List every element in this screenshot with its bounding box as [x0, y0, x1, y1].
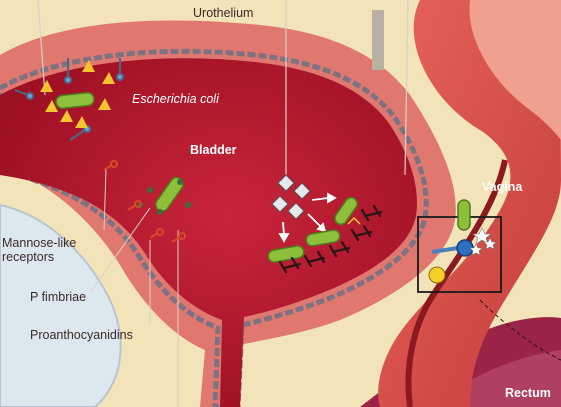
label-proanthocyanidins: Proanthocyanidins: [30, 328, 133, 342]
mannose-receptors-top: [14, 58, 124, 141]
bladder-lumen: [0, 58, 417, 407]
ecoli-lower-right: [267, 196, 361, 263]
vagina-outer-fold: [469, 0, 561, 140]
cytokine-triangles: [40, 60, 115, 128]
particle-arrows: [278, 192, 337, 243]
vagina-inset: [417, 199, 502, 293]
fimbriae-hooks: [278, 204, 383, 274]
label-vagina: Vagina: [482, 180, 523, 194]
label-p-fimbriae: P fimbriae: [30, 290, 87, 304]
label-rectum: Rectum: [505, 386, 551, 400]
ureter-tube: [372, 10, 384, 70]
dashed-boundary: [479, 299, 561, 361]
p-fimbriae-receptors: [103, 160, 186, 243]
leader-line-receptors: [103, 169, 107, 231]
proanthocyanidin-particles: [271, 174, 311, 220]
leader-line-fimbriae: [91, 207, 151, 291]
label-bladder: Bladder: [190, 143, 237, 157]
label-escherichia-coli: Escherichia coli: [132, 92, 219, 106]
label-mannose-like-receptors: Mannose-like receptors: [2, 236, 77, 265]
vagina-canal: [405, 159, 508, 407]
urothelium-lining: [0, 48, 429, 407]
label-urothelium: Urothelium: [193, 6, 254, 20]
pelvic-bone: [0, 203, 122, 407]
ecoli-top: [55, 91, 95, 110]
leader-line-1: [37, 0, 46, 96]
leader-line-3: [404, 0, 409, 176]
